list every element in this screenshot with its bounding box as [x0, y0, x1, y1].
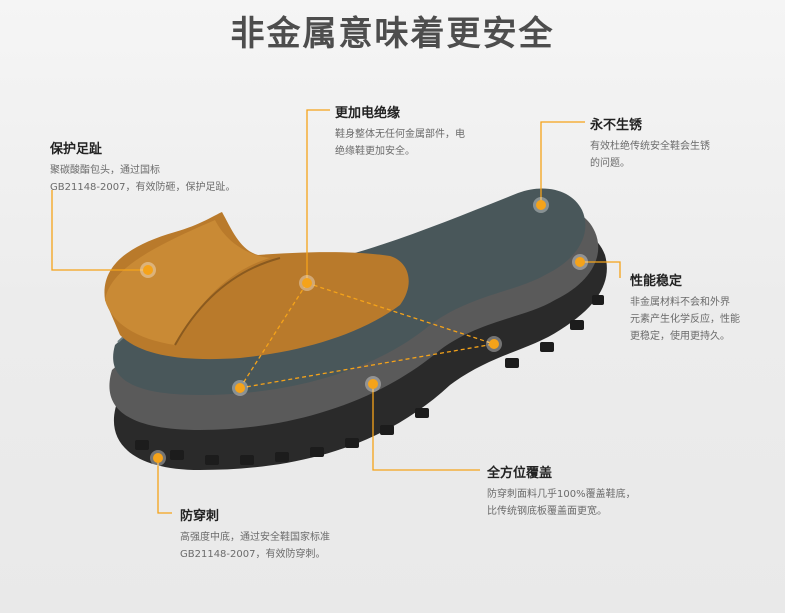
marker-toe: [140, 262, 156, 278]
callout-stable-desc-3: 更稳定，使用更持久。: [630, 331, 730, 342]
feature-dashes: [239, 282, 495, 389]
callout-insulation-title: 更加电绝缘: [335, 106, 401, 121]
callout-toe: 保护足趾 聚碳酸酯包头，通过国标 GB21148-2007，有效防砸，保护足趾。: [50, 138, 235, 196]
feature-markers: [140, 197, 588, 466]
callout-rust-title: 永不生锈: [590, 118, 643, 133]
marker-insulation: [299, 275, 315, 291]
callout-toe-desc-2: GB21148-2007，有效防砸，保护足趾。: [50, 182, 236, 193]
callout-coverage: 全方位覆盖 防穿刺面料几乎100%覆盖鞋底， 比传统钢底板覆盖面更宽。: [487, 462, 636, 520]
callout-rust-desc-1: 有效杜绝传统安全鞋会生锈: [590, 141, 710, 152]
marker-puncture: [150, 450, 166, 466]
marker-coverage: [365, 376, 381, 392]
callout-rust: 永不生锈 有效杜绝传统安全鞋会生锈 的问题。: [590, 114, 710, 172]
callout-stable-desc-1: 非金属材料不会和外界: [630, 297, 730, 308]
callout-insulation: 更加电绝缘 鞋身整体无任何金属部件，电 绝缘鞋更加安全。: [335, 102, 465, 160]
marker-left: [232, 380, 248, 396]
marker-coverage-right: [486, 336, 502, 352]
marker-stable: [572, 254, 588, 270]
callout-puncture: 防穿刺 高强度中底，通过安全鞋国家标准 GB21148-2007，有效防穿刺。: [180, 505, 330, 563]
callout-rust-desc-2: 的问题。: [590, 158, 630, 169]
leader-lines: [51, 109, 621, 514]
callout-coverage-desc-1: 防穿刺面料几乎100%覆盖鞋底，: [487, 489, 636, 500]
callout-puncture-desc-1: 高强度中底，通过安全鞋国家标准: [180, 532, 330, 543]
outsole-tread: [135, 295, 604, 465]
page-title: 非金属意味着更安全: [230, 14, 555, 54]
callout-puncture-title: 防穿刺: [180, 509, 220, 524]
callout-insulation-desc-1: 鞋身整体无任何金属部件，电: [335, 129, 465, 140]
callout-insulation-desc-2: 绝缘鞋更加安全。: [335, 146, 415, 157]
callout-stable-title: 性能稳定: [630, 274, 683, 289]
callout-toe-desc-1: 聚碳酸酯包头，通过国标: [50, 165, 160, 176]
callout-stable: 性能稳定 非金属材料不会和外界 元素产生化学反应，性能 更稳定，使用更持久。: [630, 270, 740, 345]
callout-coverage-title: 全方位覆盖: [487, 466, 553, 481]
callout-coverage-desc-2: 比传统钢底板覆盖面更宽。: [487, 506, 607, 517]
callout-toe-title: 保护足趾: [50, 142, 103, 157]
callout-stable-desc-2: 元素产生化学反应，性能: [630, 314, 740, 325]
callout-puncture-desc-2: GB21148-2007，有效防穿刺。: [180, 549, 326, 560]
marker-rust: [533, 197, 549, 213]
